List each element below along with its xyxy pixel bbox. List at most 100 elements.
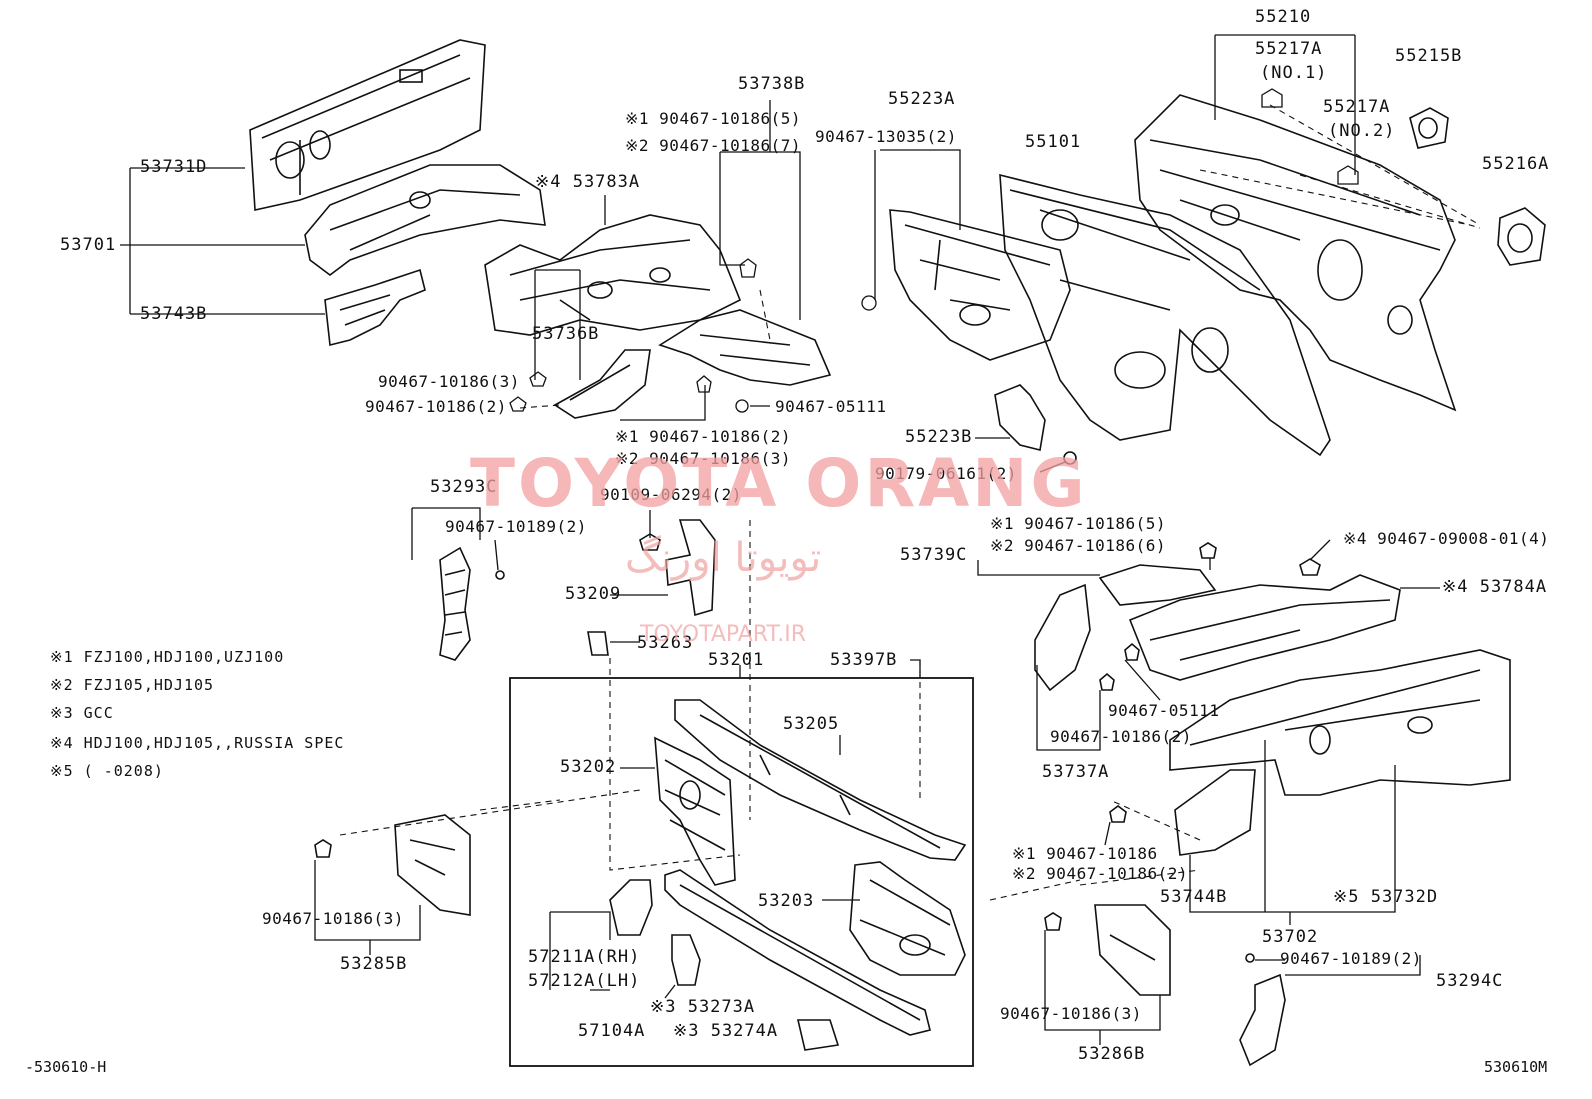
legend-note-2: ※2 FZJ105,HDJ105 xyxy=(50,676,215,694)
label-53397b: 53397B xyxy=(830,650,898,670)
part-57211a-bracket xyxy=(609,879,653,936)
part-55216a-plug xyxy=(1497,207,1546,266)
part-53294c-bracket xyxy=(1239,953,1286,1067)
label-57104a: 57104A xyxy=(578,1021,646,1041)
label-53274a: ※3 53274A xyxy=(673,1021,779,1041)
label-55223a: 55223A xyxy=(888,89,956,109)
label-53739c: 53739C xyxy=(900,545,968,565)
part-53738b-rail xyxy=(658,309,832,386)
watermark-persian: تویوتا اورنگ xyxy=(625,535,822,581)
label-53209: 53209 xyxy=(565,584,622,604)
part-53743b-bracket xyxy=(324,268,426,346)
legend-note-4: ※4 HDJ100,HDJ105,,RUSSIA SPEC xyxy=(50,734,345,752)
label-53205: 53205 xyxy=(783,714,840,734)
label-53784a: ※4 53784A xyxy=(1442,577,1548,597)
label-90467-10186-2-a: 90467-10186(2) xyxy=(365,397,507,416)
dashed-guides xyxy=(339,104,1481,901)
label-90467-13035: 90467-13035(2) xyxy=(815,127,957,146)
label-55223b: 55223B xyxy=(905,427,973,447)
label-53294c: 53294C xyxy=(1436,971,1504,991)
label-53286b: 53286B xyxy=(1078,1044,1146,1064)
part-53293c-hood-lock-support xyxy=(439,546,505,661)
label-57212a: 57212A(LH) xyxy=(528,971,641,991)
label-no2: (NO.2) xyxy=(1328,121,1396,141)
label-53738b: 53738B xyxy=(738,74,806,94)
part-53202-radiator-support-side xyxy=(654,736,736,886)
label-90467-05111-b: 90467-05111 xyxy=(1108,701,1220,720)
part-53274a-bracket xyxy=(796,1019,840,1051)
legend-note-5: ※5 ( -0208) xyxy=(50,762,164,780)
watermark-title: TOYOTA ORANG xyxy=(470,445,1088,522)
label-55217a-no2: 55217A xyxy=(1323,97,1391,117)
label-53732d: ※5 53732D xyxy=(1333,887,1439,907)
label-53273a: ※3 53273A xyxy=(650,997,756,1017)
label-90467-10186-3-c: 90467-10186(3) xyxy=(262,909,404,928)
label-90467-10186-3-b: ※2 90467-10186(3) xyxy=(615,449,792,468)
part-53732d-front-rail xyxy=(1169,649,1511,796)
label-53743b: 53743B xyxy=(140,304,208,324)
label-53744b: 53744B xyxy=(1160,887,1228,907)
label-90467-10186-2-d: ※2 90467-10186(2) xyxy=(1012,864,1189,883)
part-55223b-bracket xyxy=(994,384,1077,465)
label-53737a: 53737A xyxy=(1042,762,1110,782)
code-left: -530610-H xyxy=(25,1058,107,1076)
label-57211a: 57211A(RH) xyxy=(528,947,641,967)
part-53701-cowl-side-panel xyxy=(304,164,546,276)
part-53203-radiator-support-side xyxy=(849,861,966,976)
label-90467-10189-2-b: 90467-10189(2) xyxy=(1280,949,1422,968)
label-90467-10186-3-e: 90467-10186(3) xyxy=(1000,1004,1142,1023)
label-55210: 55210 xyxy=(1255,7,1312,27)
legend-note-1: ※1 FZJ100,HDJ100,UZJ100 xyxy=(50,648,285,666)
part-53739c-bracket xyxy=(1098,542,1217,606)
label-90467-10186-5-a: ※1 90467-10186(5) xyxy=(625,109,802,128)
label-53285b: 53285B xyxy=(340,954,408,974)
label-53202: 53202 xyxy=(560,757,617,777)
part-55215b-plug xyxy=(1409,107,1449,149)
assembly-53201-frame xyxy=(509,677,974,1067)
part-57104a-cross-member xyxy=(664,869,931,1036)
label-55217a-no1: 55217A xyxy=(1255,39,1323,59)
label-55216a: 55216A xyxy=(1482,154,1550,174)
label-53783a: ※4 53783A xyxy=(535,172,641,192)
part-53286b-seal xyxy=(1044,904,1171,996)
part-53273a-bracket xyxy=(671,934,701,986)
label-90467-10189-2-a: 90467-10189(2) xyxy=(445,517,587,536)
legend-note-3: ※3 GCC xyxy=(50,704,114,722)
part-53737a-bracket xyxy=(1034,583,1140,692)
label-90467-09008: ※4 90467-09008-01(4) xyxy=(1343,529,1550,548)
label-90109-06294: 90109-06294(2) xyxy=(600,485,742,504)
label-55215b: 55215B xyxy=(1395,46,1463,66)
label-90467-10186-6: ※2 90467-10186(6) xyxy=(990,536,1167,555)
part-53205-radiator-upper-support xyxy=(674,699,967,861)
label-53736b: 53736B xyxy=(532,324,600,344)
label-53263: 53263 xyxy=(637,633,694,653)
label-90467-10186-5-b: ※1 90467-10186(5) xyxy=(990,514,1167,533)
label-53701: 53701 xyxy=(60,235,117,255)
part-53209-bracket xyxy=(639,519,716,617)
label-90179-06161: 90179-06161(2) xyxy=(875,464,1017,483)
label-90467-10186-d: ※1 90467-10186 xyxy=(1012,844,1158,863)
leader-lines xyxy=(120,34,1440,1045)
label-90467-10186-2-b: ※1 90467-10186(2) xyxy=(615,427,792,446)
label-53201: 53201 xyxy=(708,650,765,670)
part-53736b-bracket xyxy=(553,349,651,419)
label-55101: 55101 xyxy=(1025,132,1082,152)
part-53731d-cowl-top-panel xyxy=(249,39,486,211)
label-53702: 53702 xyxy=(1262,927,1319,947)
label-53203: 53203 xyxy=(758,891,815,911)
part-53744b-bracket xyxy=(1109,769,1256,856)
part-55223a-dash-silencer xyxy=(889,209,1071,361)
label-90467-05111-a: 90467-05111 xyxy=(775,397,887,416)
part-55217a-clips xyxy=(1261,88,1359,185)
label-90467-10186-3-a: 90467-10186(3) xyxy=(378,372,520,391)
label-53293c: 53293C xyxy=(430,477,498,497)
part-53783a-apron xyxy=(484,214,742,336)
label-90467-10186-2-c: 90467-10186(2) xyxy=(1050,727,1192,746)
part-53784a-apron xyxy=(1128,558,1401,681)
part-55101-dash-panel xyxy=(999,173,1331,457)
part-53285b-seal xyxy=(314,814,471,916)
part-53263-clip xyxy=(587,631,609,656)
fastener-clips xyxy=(509,258,877,413)
label-90467-10186-7: ※2 90467-10186(7) xyxy=(625,136,802,155)
